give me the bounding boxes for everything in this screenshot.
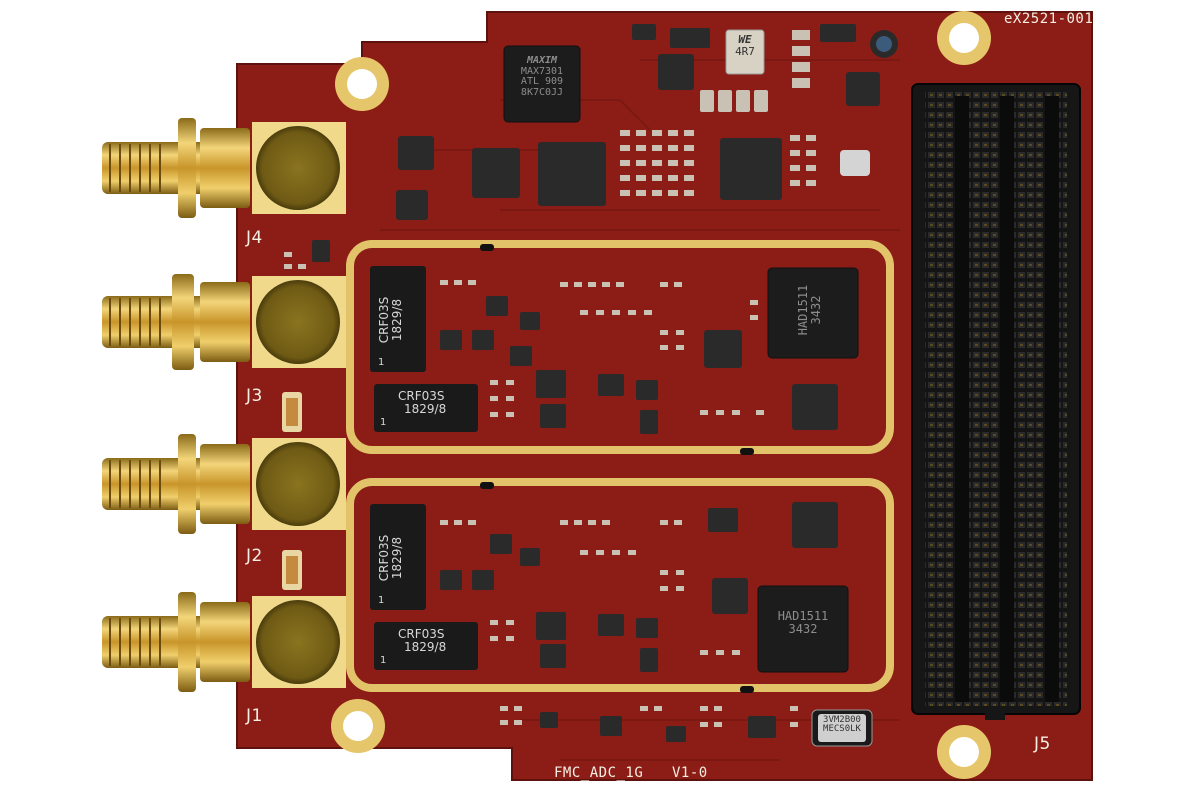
inductor-value: 4R7 <box>735 44 755 58</box>
adc-top-line2: 3432 <box>808 295 823 325</box>
smd-components <box>282 24 898 742</box>
maxim-line1: MAX7301 <box>520 65 564 77</box>
fmc-connector <box>911 83 1081 720</box>
filter-1-line2: 1829/8 <box>389 298 404 342</box>
shield-frames <box>346 240 894 692</box>
filter-2-marking: CRF03S 1829/8 <box>380 390 476 415</box>
adc-top-line1: HAD1511 <box>796 284 810 336</box>
filter-4-line2: 1829/8 <box>404 639 447 654</box>
filter-3-pin: 1 <box>378 595 385 606</box>
filter-4-marking: CRF03S 1829/8 <box>380 628 476 653</box>
adc-bottom-line2: 3432 <box>788 621 818 636</box>
maxim-line3: 8K7C0JJ <box>520 86 564 98</box>
inductor-marking: WE 4R7 <box>728 34 762 57</box>
filter-1-pin: 1 <box>378 357 385 368</box>
board-name: FMC_ADC_1G <box>554 765 644 781</box>
crystal-line2: MECS0LK <box>823 724 861 735</box>
adc-bottom-marking: HAD1511 3432 <box>762 610 844 635</box>
connector-label-j5: J5 <box>1034 734 1051 754</box>
connector-label-j1: J1 <box>246 706 263 726</box>
sma-connectors <box>102 118 346 692</box>
maxim-chip-marking: MAXIM MAX7301 ATL 909 8K7C0JJ <box>508 55 576 98</box>
mounting-holes <box>331 11 991 779</box>
crystal-line1: 3VM2B00 <box>823 715 861 725</box>
filter-4-pin: 1 <box>380 655 387 666</box>
board-version: V1-0 <box>672 765 708 781</box>
connector-label-j2: J2 <box>246 546 263 566</box>
maxim-line2: ATL 909 <box>520 76 564 87</box>
board-part-number: eX2521-001 <box>1004 11 1094 27</box>
filter-4-line1: CRF03S <box>398 627 445 641</box>
crystal-marking: 3VM2B00 MECS0LK <box>818 715 866 735</box>
connector-label-j4: J4 <box>246 228 263 248</box>
connector-label-j3: J3 <box>246 386 263 406</box>
inductor-logo: WE <box>738 33 752 46</box>
maxim-logo: MAXIM <box>526 55 558 66</box>
filter-2-pin: 1 <box>380 417 387 428</box>
adc-bottom-line1: HAD1511 <box>777 609 829 623</box>
adc-top-marking: HAD1511 3432 <box>796 271 823 349</box>
filter-3-line2: 1829/8 <box>389 536 404 580</box>
main-chips <box>370 29 873 747</box>
filter-2-line1: CRF03S <box>398 389 445 403</box>
filter-2-line2: 1829/8 <box>404 401 447 416</box>
